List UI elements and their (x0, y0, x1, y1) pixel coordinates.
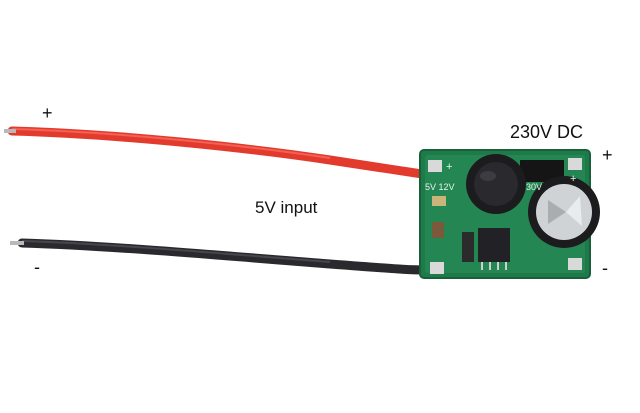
pcb-board: + + 5V 12V 30V (419, 149, 600, 279)
output-pad-positive (568, 158, 582, 170)
smd-capacitor (432, 222, 444, 238)
silkscreen-plus-right: + (570, 173, 576, 185)
black-wire (10, 238, 435, 275)
positive-output-label: + (602, 145, 613, 165)
input-voltage-label: 5V input (255, 198, 318, 217)
output-voltage-label: 230V DC (510, 122, 584, 142)
silkscreen-out: 30V (526, 182, 542, 192)
smd-resistor (432, 196, 446, 206)
silkscreen-plus-left: + (446, 161, 452, 173)
ic-chip (478, 228, 510, 262)
input-pad-negative (430, 262, 444, 274)
smd-rectifier (520, 160, 564, 182)
negative-input-label: - (34, 257, 40, 277)
input-pad-positive (428, 160, 442, 172)
silkscreen-voltage: 5V 12V (425, 182, 455, 192)
red-wire (4, 126, 438, 180)
negative-output-label: - (602, 258, 608, 278)
output-pad-negative (568, 258, 582, 270)
smd-diode (462, 232, 474, 262)
positive-input-label: + (42, 103, 53, 123)
